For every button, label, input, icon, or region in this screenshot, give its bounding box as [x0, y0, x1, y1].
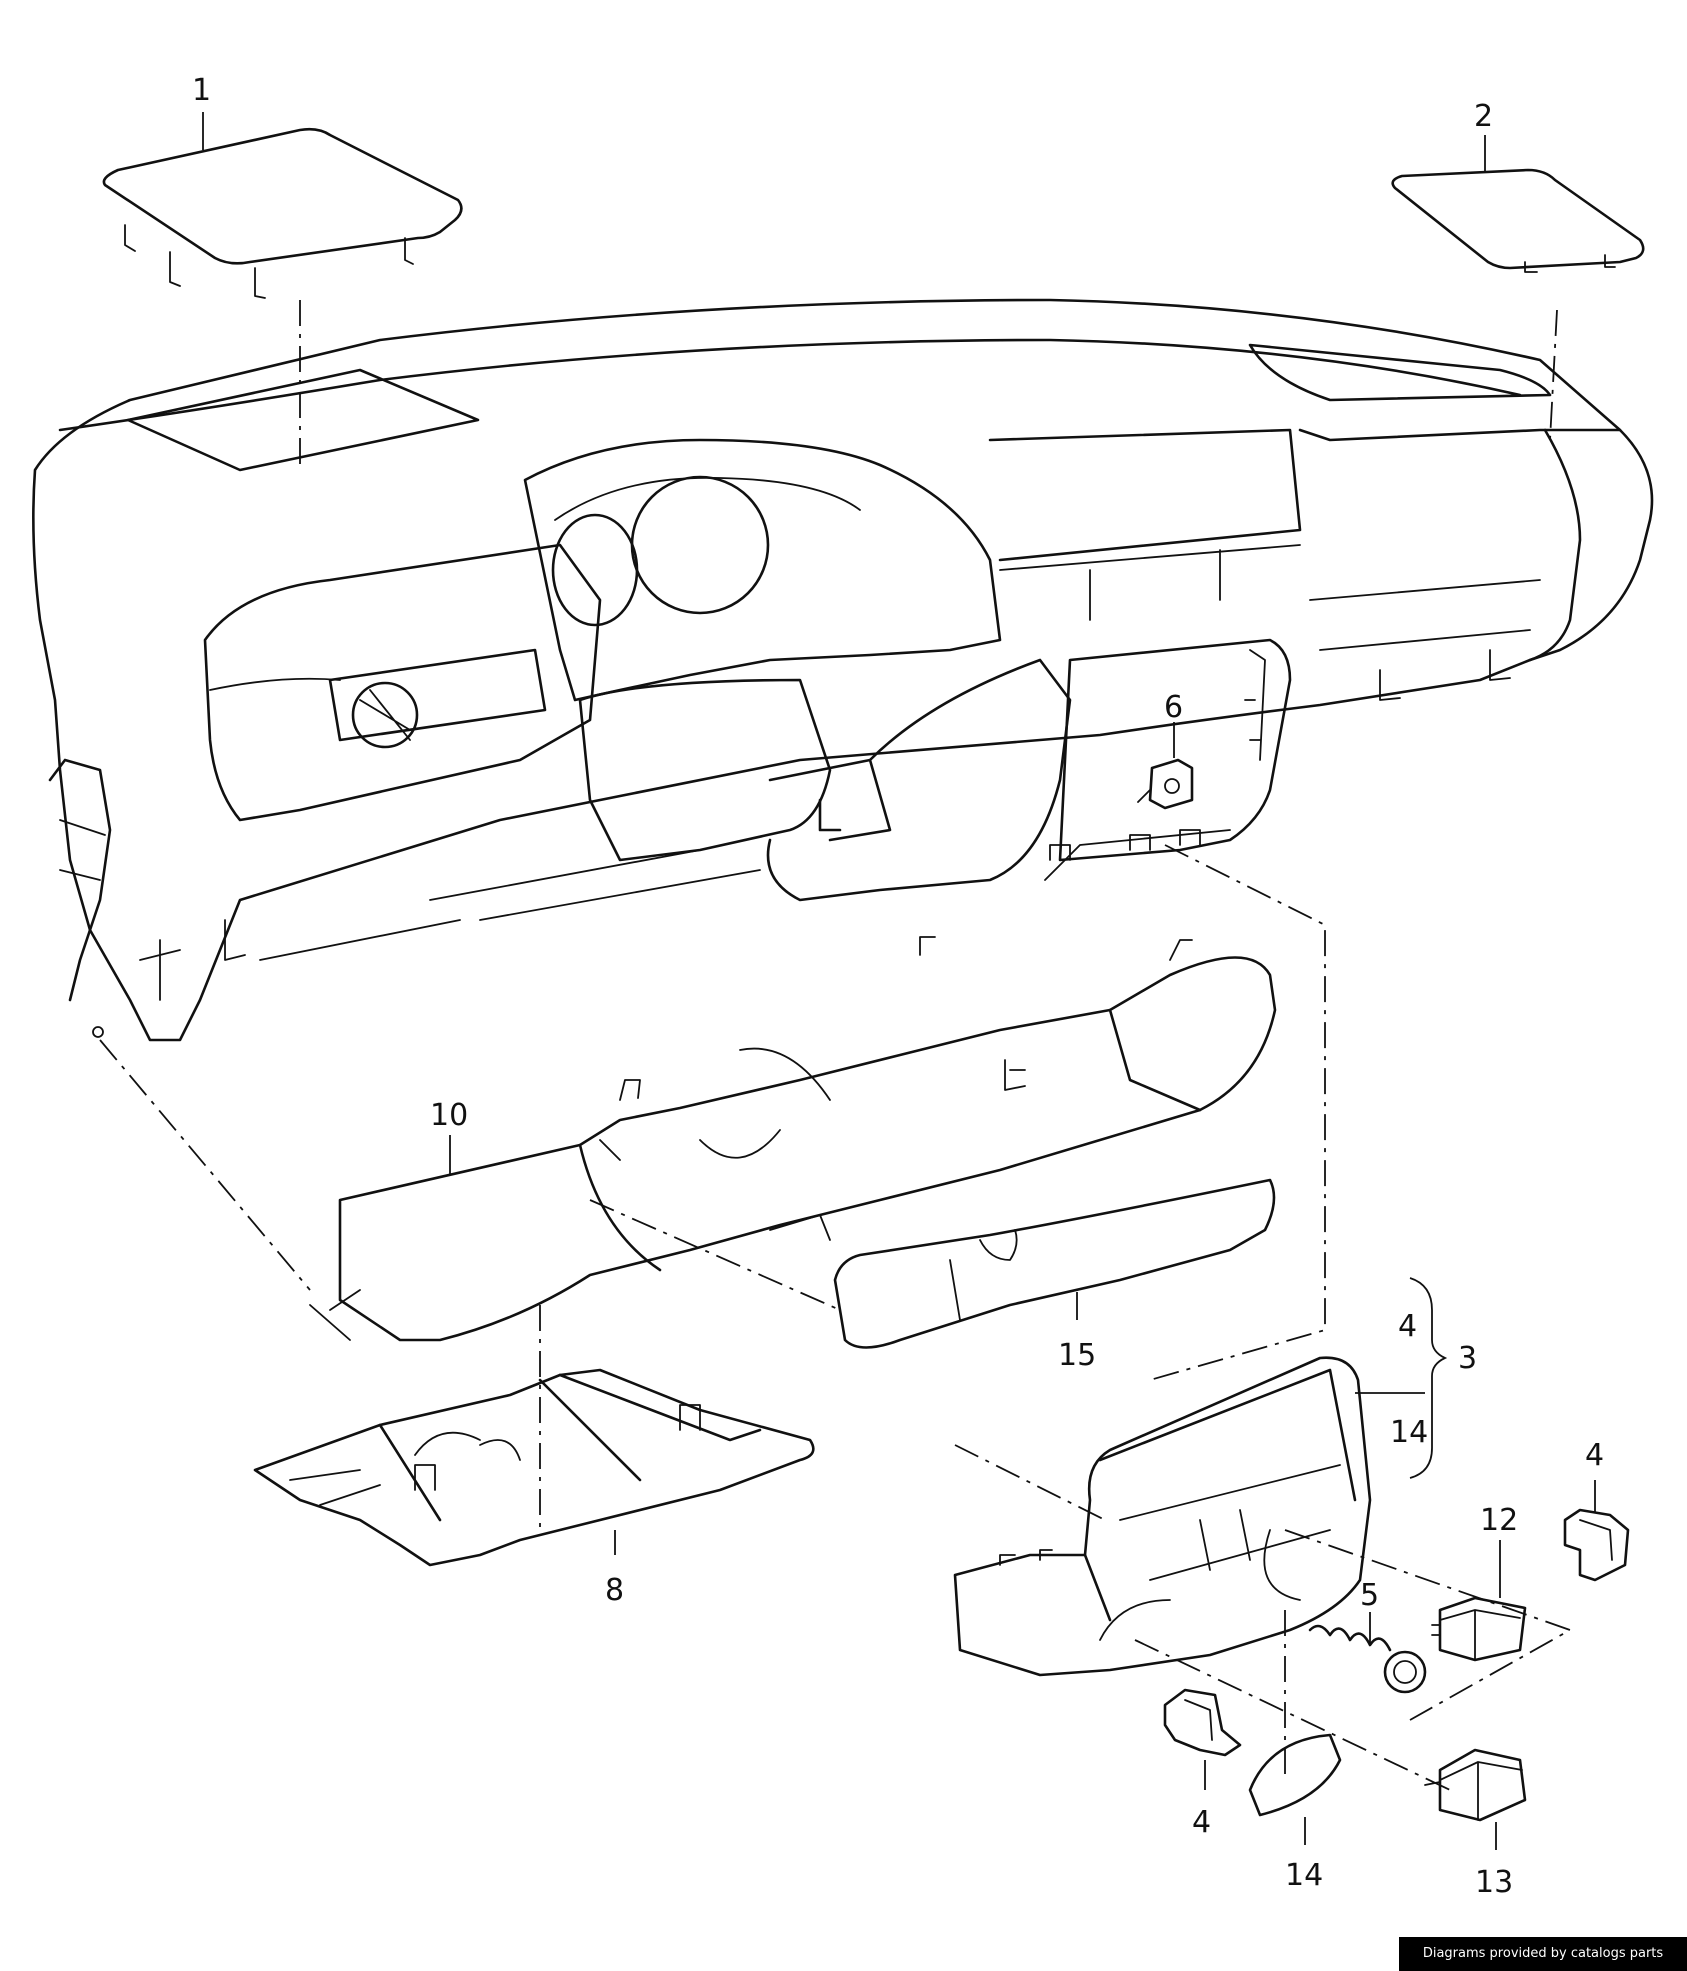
callout-4: 4 [1585, 1438, 1604, 1473]
dashboard-panel[interactable] [32, 298, 1654, 1042]
part-3-glovebox-lid[interactable] [953, 1356, 1372, 1677]
credit-banner: Diagrams provided by catalogs parts [1399, 1937, 1687, 1971]
part-8-tray[interactable] [253, 1368, 815, 1567]
callout-10: 10 [430, 1098, 468, 1133]
callout-8: 8 [605, 1573, 624, 1608]
part-6-switch[interactable] [1137, 758, 1194, 810]
part-5-spring[interactable] [1308, 1624, 1427, 1694]
callout-3: 3 [1458, 1341, 1477, 1376]
part-12-latch[interactable] [1431, 1596, 1527, 1662]
callout-13: 13 [1475, 1865, 1513, 1900]
part-15-trim[interactable] [769, 1178, 1276, 1349]
callout-15: 15 [1058, 1338, 1096, 1373]
part-2-right-cover[interactable] [1391, 168, 1645, 273]
callout-1: 1 [192, 73, 211, 108]
part-1-left-cover[interactable] [102, 127, 463, 299]
part-10-frame[interactable] [309, 936, 1277, 1342]
callout-4: 4 [1398, 1309, 1417, 1344]
callout-5: 5 [1360, 1578, 1379, 1613]
callout-14: 14 [1285, 1858, 1323, 1893]
callout-4: 4 [1192, 1805, 1211, 1840]
callout-14: 14 [1390, 1415, 1428, 1450]
callout-labels: 1 2 3 4 4 4 5 6 8 10 12 13 14 14 15 [192, 73, 1604, 1900]
callout-2: 2 [1474, 99, 1493, 134]
callout-6: 6 [1164, 690, 1183, 725]
assembly-lines [99, 300, 1573, 1791]
leader-lines [202, 112, 1596, 1850]
part-13-latch[interactable] [1424, 1748, 1527, 1822]
callout-12: 12 [1480, 1503, 1518, 1538]
part-4-clip-bottom[interactable] [1163, 1688, 1242, 1757]
part-14-cap[interactable] [1248, 1733, 1342, 1817]
part-4-clip-right[interactable] [1563, 1508, 1630, 1582]
